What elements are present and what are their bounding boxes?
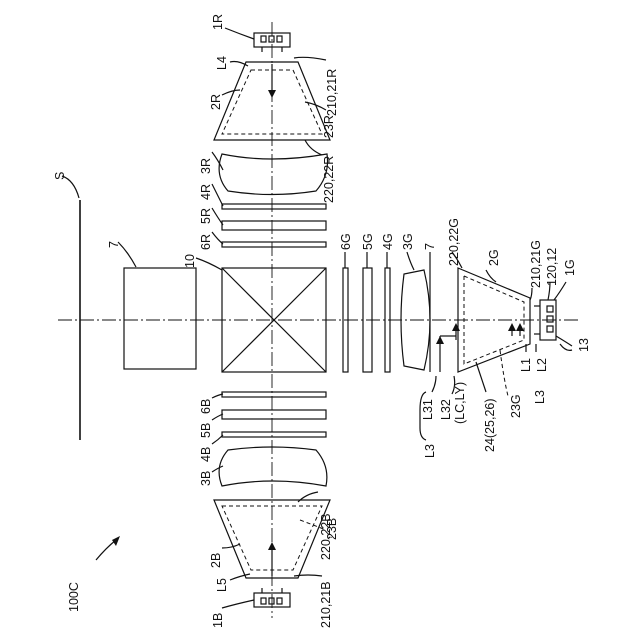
red-plate-4R: [222, 204, 326, 209]
label-6G: 6G: [339, 233, 353, 250]
label-23R: 23R: [322, 115, 336, 138]
prism-leader: [196, 258, 222, 270]
label-3B: 3B: [199, 471, 213, 486]
label-210-21R: 210,21R: [325, 69, 339, 116]
blue-arrow-L5: [268, 542, 276, 576]
label-120-12: 120,12: [545, 248, 559, 286]
leader-L5: [230, 574, 250, 580]
label-L3-left: L3: [423, 444, 437, 458]
leader-5R: [212, 208, 223, 225]
label-10: 10: [183, 254, 197, 268]
label-220-22R: 220,22R: [322, 156, 336, 203]
leader-3G: [407, 252, 414, 270]
label-L5: L5: [215, 578, 229, 592]
leader-2R: [222, 90, 240, 95]
label-3G: 3G: [401, 233, 415, 250]
green-arrows: [436, 323, 524, 372]
label-screen-S: S: [53, 172, 67, 180]
projection-lens-7: [124, 268, 196, 369]
leader-24: [476, 362, 486, 392]
leader-220R: [305, 140, 322, 155]
blue-lens-3B: [219, 447, 327, 486]
label-L3-right: L3: [533, 390, 547, 404]
label-2B: 2B: [209, 553, 223, 568]
label-L2: L2: [535, 358, 549, 372]
label-6B: 6B: [199, 399, 213, 414]
red-plate-6R: [222, 242, 326, 247]
label-210-21B: 210,21B: [319, 581, 333, 628]
leader-1R: [225, 28, 254, 39]
label-2G: 2G: [487, 249, 501, 266]
label-4B: 4B: [199, 447, 213, 462]
leader-210R: [294, 57, 326, 60]
label-1B: 1B: [211, 613, 225, 628]
label-6R: 6R: [199, 234, 213, 250]
label-4R: 4R: [199, 184, 213, 200]
leader-23G: [500, 350, 508, 396]
leader-210G: [530, 288, 532, 300]
figure-number-arrow: [96, 540, 116, 560]
label-3R: 3R: [199, 158, 213, 174]
label-L31: L31: [421, 399, 435, 420]
label-5R: 5R: [199, 208, 213, 224]
label-23G: 23G: [509, 394, 523, 418]
label-2R: 2R: [209, 94, 223, 110]
leader-L31: [432, 376, 436, 392]
label-LC-LY: (LC,LY): [453, 382, 467, 424]
blue-plate-5B: [222, 410, 326, 419]
label-13: 13: [577, 338, 591, 352]
leader-6B: [212, 394, 223, 398]
figure-number-arrowhead: [112, 536, 120, 546]
leader-210B: [294, 575, 322, 576]
label-1R: 1R: [211, 14, 225, 30]
leader-4R: [212, 184, 223, 206]
label-210-21G: 210,21G: [529, 240, 543, 288]
blue-plate-6B: [222, 392, 326, 397]
red-lens-3R: [219, 154, 327, 195]
leader-1B: [222, 600, 254, 608]
label-figure-number: 100C: [67, 582, 81, 612]
leader-3B: [212, 466, 223, 472]
blue-plate-4B: [222, 432, 326, 437]
label-23B: 23B: [325, 518, 339, 540]
label-220-22G: 220,22G: [447, 218, 461, 266]
label-4G: 4G: [381, 233, 395, 250]
label-L4: L4: [215, 56, 229, 70]
red-plate-5R: [222, 221, 326, 230]
leader-13b: [556, 336, 572, 346]
red-arrow-L4: [268, 64, 276, 98]
leader-4B: [212, 435, 223, 444]
label-1G: 1G: [563, 259, 577, 276]
label-24-25-26: 24(25,26): [483, 398, 497, 452]
label-L32: L32: [439, 399, 453, 420]
label-L1: L1: [519, 358, 533, 372]
leader-6R: [212, 232, 223, 244]
label-5G: 5G: [361, 233, 375, 250]
label-5B: 5B: [199, 423, 213, 438]
leader-5B: [212, 414, 223, 420]
label-7-right: 7: [423, 243, 437, 250]
label-7-left: 7: [107, 241, 121, 248]
leader-2B: [222, 544, 240, 548]
